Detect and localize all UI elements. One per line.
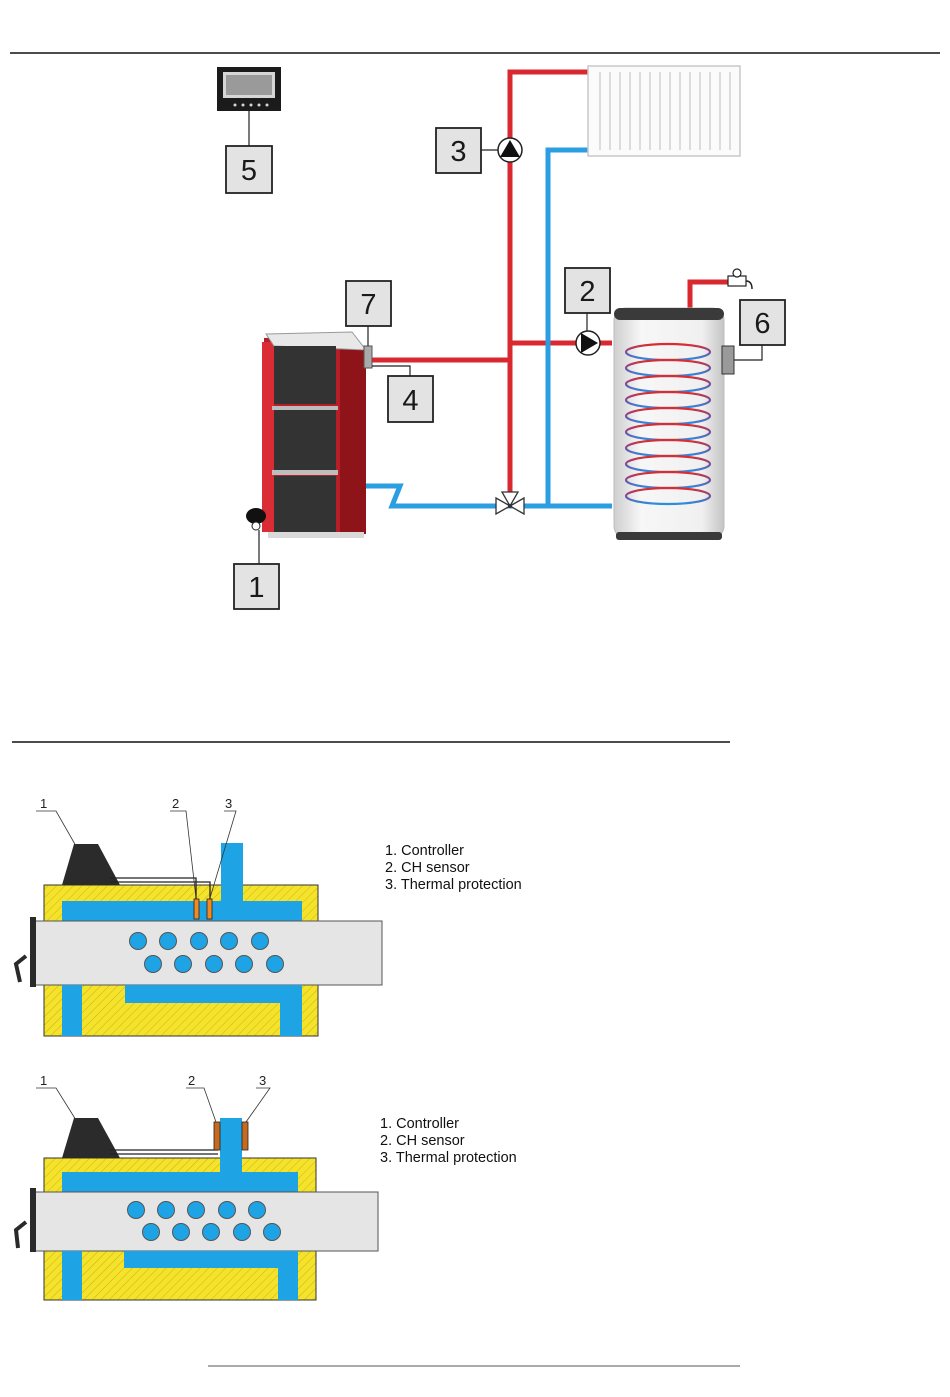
svg-text:1: 1 xyxy=(248,572,264,604)
hot-water-tank-icon xyxy=(614,308,734,540)
svg-text:1: 1 xyxy=(40,1073,47,1088)
callout-6: 6 xyxy=(740,300,785,345)
svg-text:5: 5 xyxy=(241,155,257,187)
svg-text:6: 6 xyxy=(754,308,770,340)
three-way-valve-icon xyxy=(496,492,524,514)
callout-1: 1 xyxy=(234,564,279,609)
svg-text:2: 2 xyxy=(188,1073,195,1088)
legend-item-thermal-protection: 3. Thermal protection xyxy=(385,877,522,894)
svg-text:3: 3 xyxy=(450,136,466,168)
circulation-pump-icon xyxy=(498,138,522,162)
callout-5: 5 xyxy=(226,146,272,193)
callout-2: 2 xyxy=(565,268,610,313)
svg-text:3: 3 xyxy=(225,796,232,811)
svg-text:7: 7 xyxy=(360,289,376,321)
legend-section-a: 1. Controller 2. CH sensor 3. Thermal pr… xyxy=(385,843,522,894)
return-pipes xyxy=(366,150,612,506)
circulation-pump-icon xyxy=(576,331,600,355)
legend-item-thermal-protection: 3. Thermal protection xyxy=(380,1150,517,1167)
svg-text:2: 2 xyxy=(172,796,179,811)
legend-item-controller: 1. Controller xyxy=(385,843,522,860)
boiler-icon xyxy=(246,332,372,538)
legend-item-controller: 1. Controller xyxy=(380,1116,517,1133)
svg-text:1: 1 xyxy=(40,796,47,811)
legend-item-ch-sensor: 2. CH sensor xyxy=(380,1133,517,1150)
water-tap-icon xyxy=(728,269,752,289)
callout-3: 3 xyxy=(436,128,481,173)
callout-7: 7 xyxy=(346,281,391,326)
svg-text:3: 3 xyxy=(259,1073,266,1088)
boiler-cross-section-b: 1 2 3 xyxy=(16,1073,378,1300)
legend-item-ch-sensor: 2. CH sensor xyxy=(385,860,522,877)
legend-section-b: 1. Controller 2. CH sensor 3. Thermal pr… xyxy=(380,1116,517,1167)
svg-text:2: 2 xyxy=(579,276,595,308)
heating-schematic: 5 3 7 4 2 6 1 xyxy=(217,66,785,609)
controller-device-icon xyxy=(217,67,281,111)
boiler-cross-section-a: 1 2 3 xyxy=(16,796,382,1036)
svg-text:4: 4 xyxy=(402,385,418,417)
radiator-icon xyxy=(588,66,740,156)
callout-4: 4 xyxy=(388,376,433,422)
